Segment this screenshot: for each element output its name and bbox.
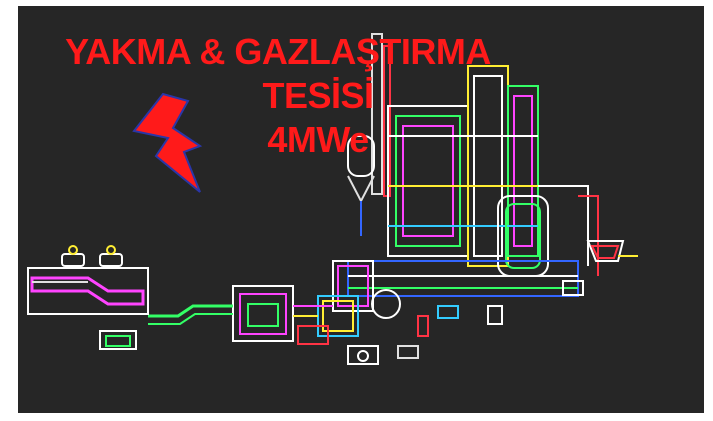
title-line-3: 4MWe: [267, 119, 369, 160]
slide-title: YAKMA & GAZLAŞTIRMA TESİSİ 4MWe: [18, 30, 538, 162]
lightning-bolt-icon: [132, 92, 203, 193]
plant-outline-illustration: [27, 33, 638, 365]
title-line-2: TESİSİ: [262, 75, 374, 116]
slide-image: YAKMA & GAZLAŞTIRMA TESİSİ 4MWe: [18, 6, 704, 413]
title-line-1: YAKMA & GAZLAŞTIRMA: [65, 31, 491, 72]
